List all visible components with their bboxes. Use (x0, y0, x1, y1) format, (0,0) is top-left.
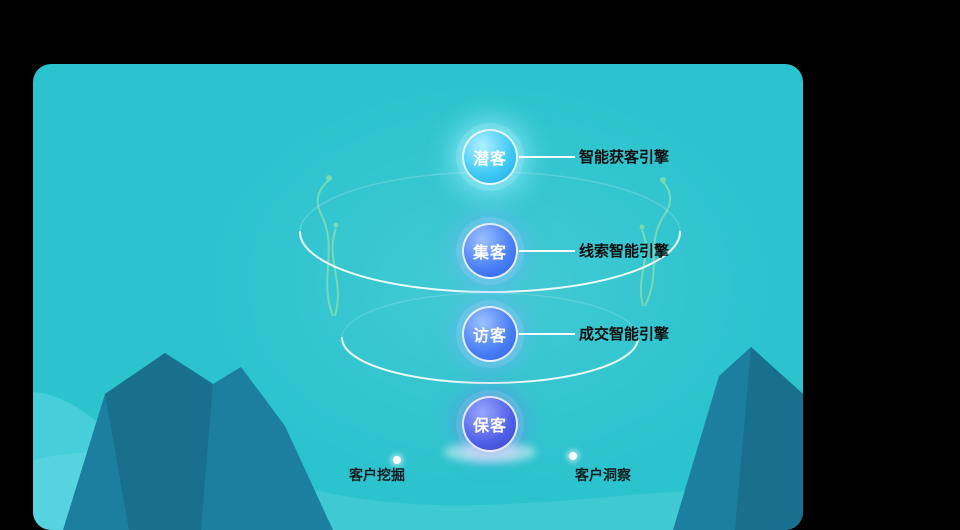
marker-dot-insight (569, 452, 577, 460)
marker-label-mining: 客户挖掘 (349, 468, 405, 484)
mountain-left-decoration (63, 353, 333, 530)
marker-label-insight: 客户洞察 (575, 468, 631, 484)
mountain-right-decoration (673, 347, 803, 530)
connector-line (519, 250, 575, 252)
stage-label: 集客 (472, 243, 507, 262)
marker-dot-mining (393, 456, 401, 464)
stage-label: 潜客 (472, 149, 507, 168)
branch-left-decoration (316, 175, 339, 317)
panel-decoration (33, 171, 803, 530)
stage-label: 访客 (472, 326, 507, 345)
stage-base-glow (444, 441, 536, 463)
stage-node-prospect: 潜客 (462, 129, 518, 185)
stage-node-visitor: 访客 (462, 306, 518, 362)
stage-node-gather: 集客 (462, 223, 518, 279)
connector-line (519, 156, 575, 158)
engine-label-deal: 成交智能引擎 (579, 325, 670, 343)
stage-label: 保客 (472, 416, 507, 435)
stage-node-retain: 保客 (462, 396, 518, 452)
engine-label-acquisition: 智能获客引擎 (579, 148, 670, 166)
engine-label-leads: 线索智能引擎 (579, 242, 670, 260)
funnel-ring-2 (341, 292, 639, 384)
funnel-panel: 潜客 智能获客引擎 集客 线索智能引擎 访客 成交智能引擎 保客 客户挖掘 客户… (33, 64, 803, 530)
connector-line (519, 333, 575, 335)
